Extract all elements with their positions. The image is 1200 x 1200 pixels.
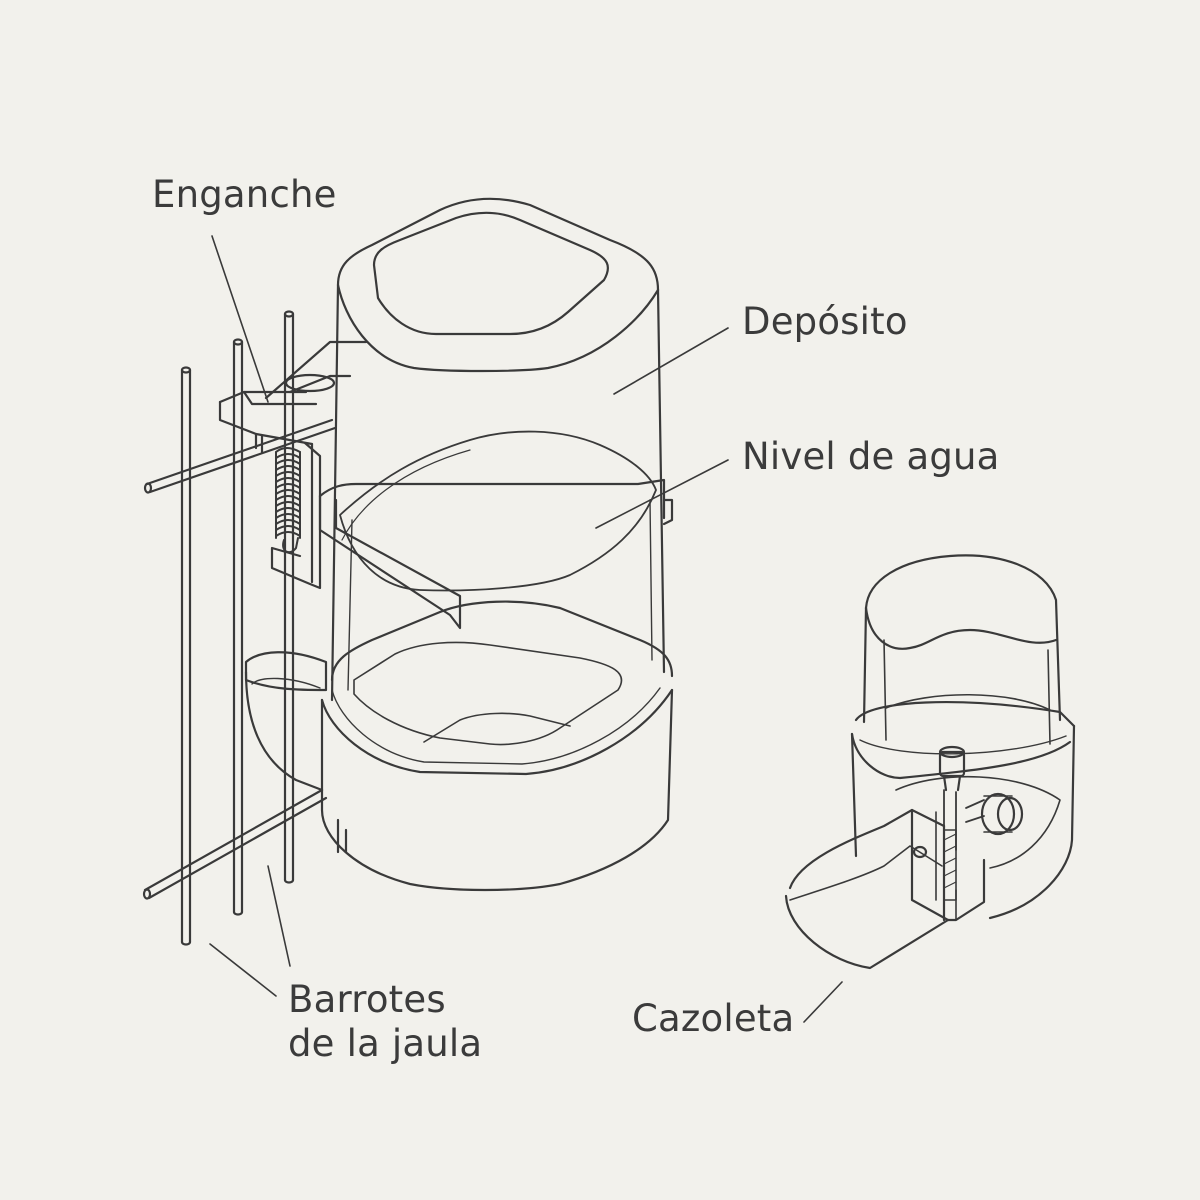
spring bbox=[275, 447, 301, 554]
cup-detail bbox=[784, 554, 1076, 970]
reservoir bbox=[330, 197, 666, 702]
hook-bracket bbox=[218, 340, 368, 590]
label-deposito: Depósito bbox=[742, 300, 908, 343]
leader-barrotes-1 bbox=[267, 865, 291, 967]
label-enganche: Enganche bbox=[152, 173, 337, 216]
label-barrotes-line2: de la jaula bbox=[288, 1022, 483, 1065]
cage-bars bbox=[142, 310, 337, 946]
leader-lines bbox=[209, 235, 843, 1023]
label-cazoleta: Cazoleta bbox=[632, 997, 795, 1040]
reservoir-base bbox=[244, 600, 674, 892]
leader-deposito bbox=[613, 327, 729, 395]
label-barrotes-line1: Barrotes bbox=[288, 978, 446, 1021]
leader-nivel-agua bbox=[595, 459, 729, 529]
label-nivel-de-agua: Nivel de agua bbox=[742, 435, 1000, 478]
leader-cazoleta bbox=[803, 981, 843, 1023]
clamp-strap bbox=[318, 478, 674, 630]
leader-barrotes-2 bbox=[209, 943, 277, 997]
water-surface bbox=[339, 430, 657, 592]
leader-enganche bbox=[211, 235, 269, 403]
